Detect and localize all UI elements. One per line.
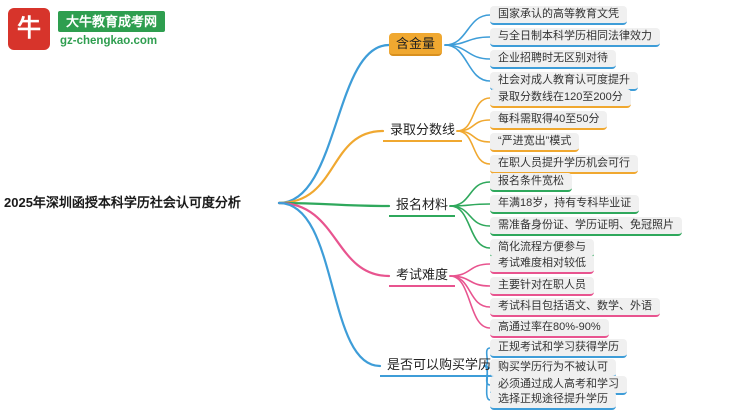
connector-line xyxy=(277,201,382,368)
mindmap-leaf: 每科需取得40至50分 xyxy=(490,111,608,130)
connector-line xyxy=(277,201,391,278)
mindmap-leaf: 录取分数线在120至200分 xyxy=(490,89,631,108)
mindmap-leaf: 年满18岁，持有专科毕业证 xyxy=(490,195,640,214)
site-url: gz-chengkao.com xyxy=(60,35,158,47)
connector-line xyxy=(483,365,491,401)
mindmap-leaf: 简化流程方便参与 xyxy=(490,239,594,258)
connector-line xyxy=(277,43,391,205)
bull-icon: 牛 xyxy=(8,8,50,50)
connector-line xyxy=(449,205,491,227)
main-topic: 2025年深圳函授本科学历社会认可度分析 xyxy=(4,195,241,210)
connector-line xyxy=(277,129,385,205)
mindmap-leaf: 国家承认的高等教育文凭 xyxy=(490,6,627,25)
mindmap-leaf: 与全日制本科学历相同法律效力 xyxy=(490,28,660,47)
mindmap-leaf: 企业招聘时无区别对待 xyxy=(490,50,616,69)
branch-admission-score: 录取分数线 xyxy=(383,119,463,142)
mindmap-leaf: 选择正规途径提升学历 xyxy=(490,391,616,410)
site-name: 大牛教育成考网 xyxy=(58,11,166,32)
connector-line xyxy=(444,44,491,82)
connector-line xyxy=(444,44,491,60)
mindmap-leaf: 主要针对在职人员 xyxy=(490,277,594,296)
mindmap-leaf: 需准备身份证、学历证明、免冠照片 xyxy=(490,217,682,236)
mindmap-leaf: 必须通过成人高考和学习 xyxy=(490,376,627,395)
mindmap-leaf: 正规考试和学习获得学历 xyxy=(490,339,627,358)
connector-line xyxy=(449,181,491,207)
connector-line xyxy=(277,201,391,208)
mindmap-leaf: 高通过率在80%-90% xyxy=(490,319,609,338)
branch-gold-content: 含金量 xyxy=(389,33,443,56)
connector-line xyxy=(449,205,491,249)
connector-line xyxy=(456,130,491,165)
mindmap-leaf: “严进宽出”模式 xyxy=(490,133,580,152)
mindmap-leaf: 在职人员提升学历机会可行 xyxy=(490,155,638,174)
mindmap-leaf: 考试科目包括语文、数学、外语 xyxy=(490,298,660,317)
mindmap-leaf: 报名条件宽松 xyxy=(490,173,572,192)
branch-degree-purchase: 是否可以购买学历 xyxy=(380,354,499,377)
connector-line xyxy=(449,275,491,329)
connector-line xyxy=(449,263,491,277)
branch-exam-difficulty: 考试难度 xyxy=(389,264,456,287)
mindmap-leaf: 考试难度相对较低 xyxy=(490,255,594,274)
branch-application-materials: 报名材料 xyxy=(389,194,456,217)
